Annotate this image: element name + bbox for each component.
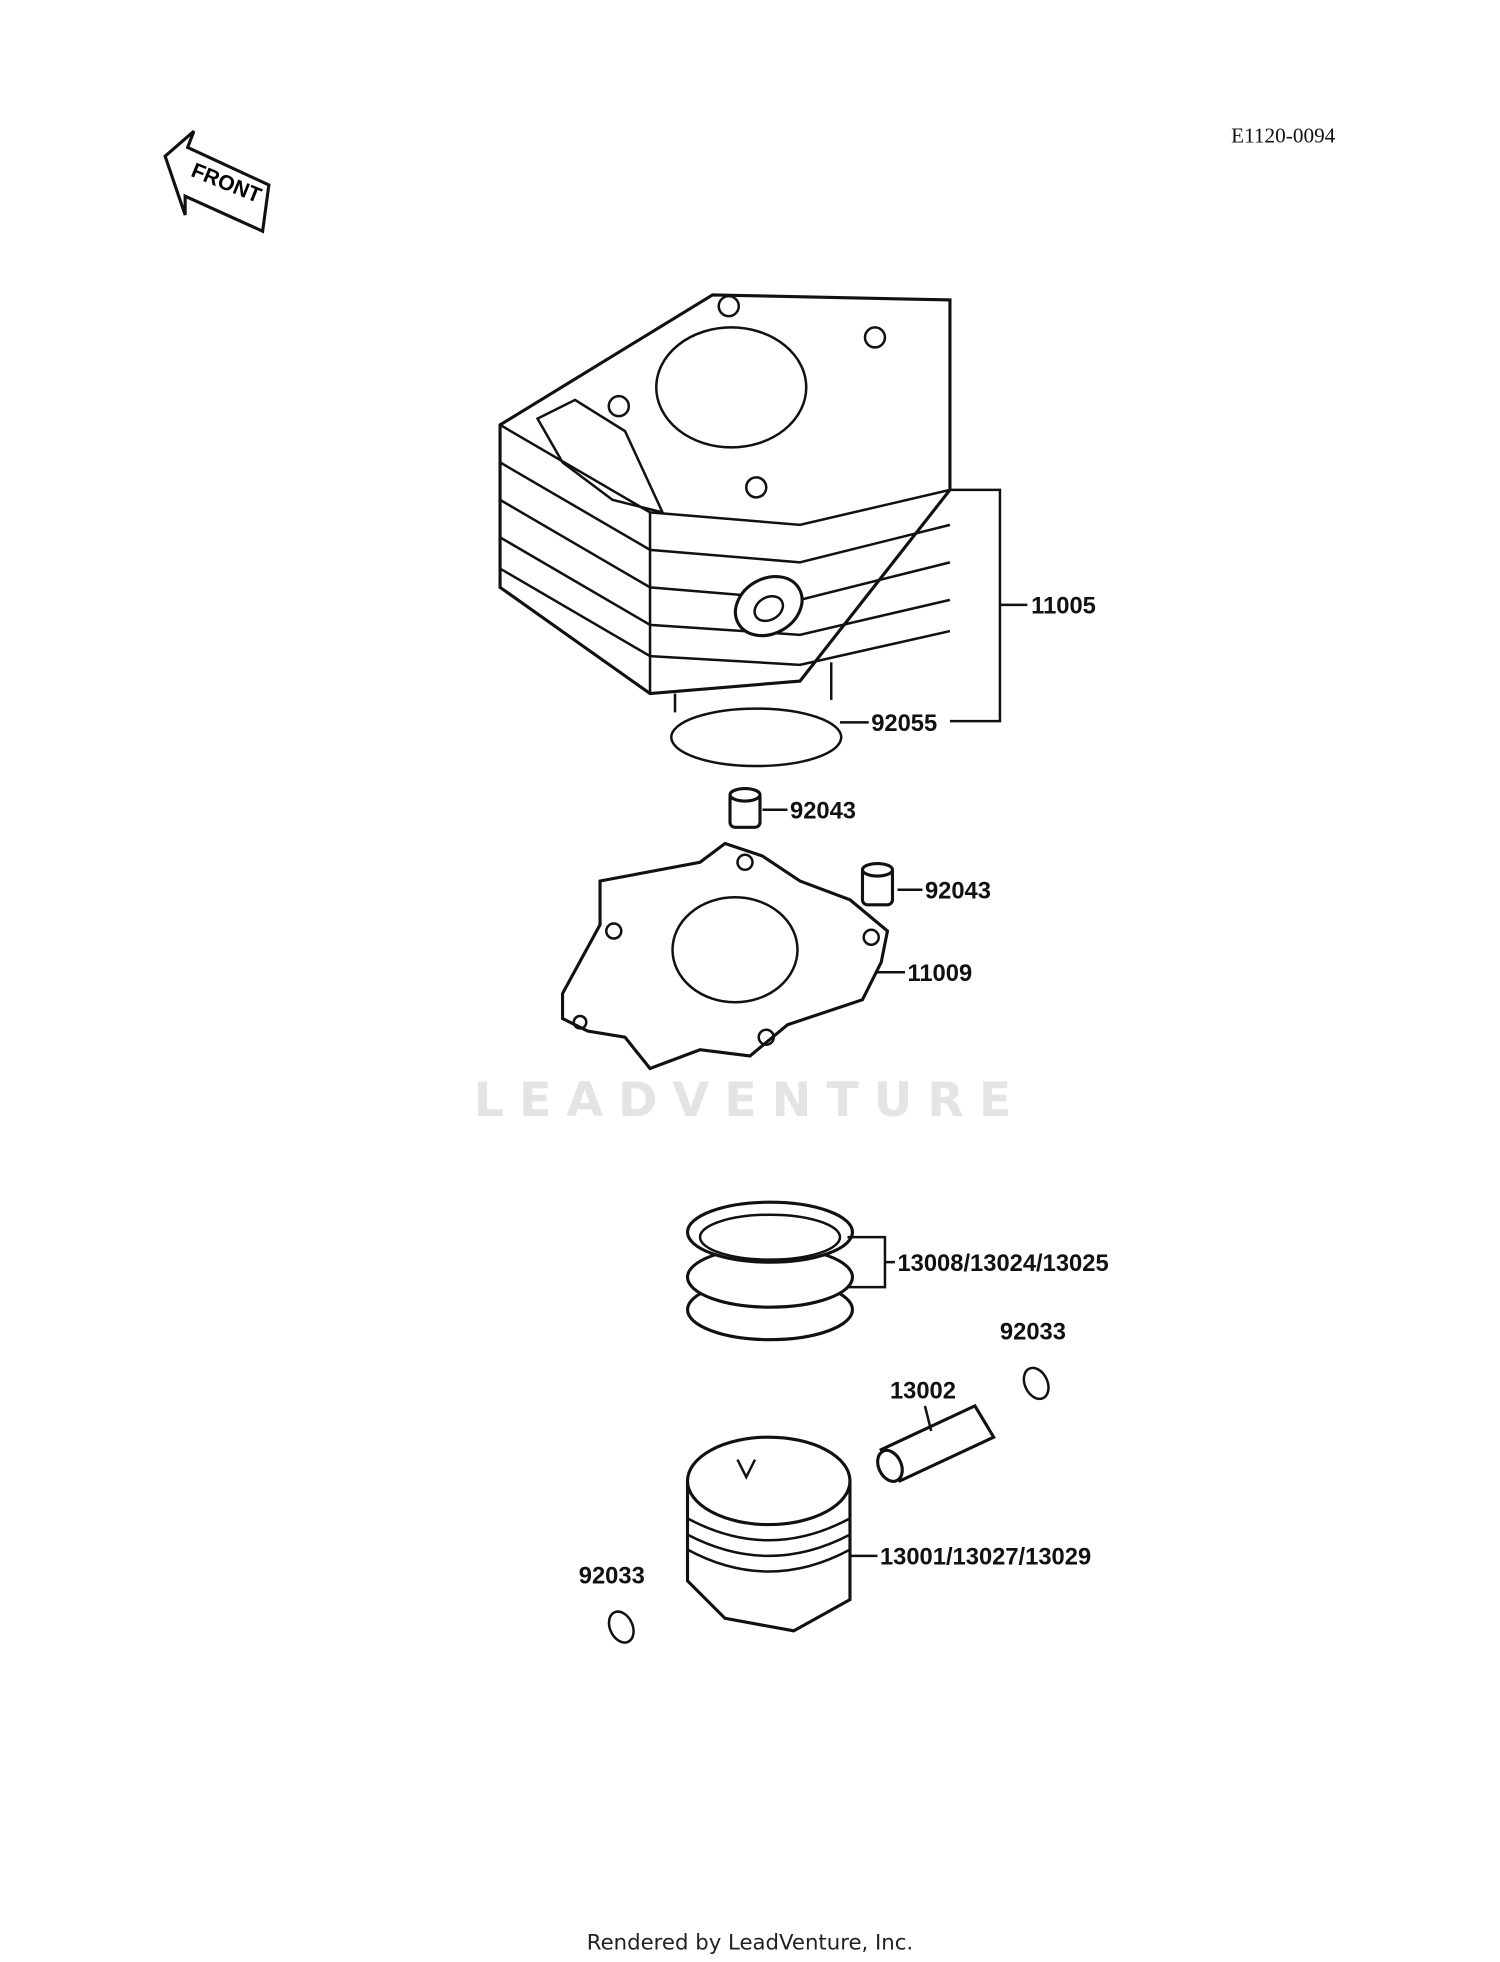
callout-11005[interactable]: 11005 bbox=[1031, 594, 1096, 620]
watermark: LEADVENTURE bbox=[474, 1073, 1027, 1128]
cylinder-part bbox=[498, 293, 952, 713]
callout-92043[interactable]: 92043 bbox=[925, 879, 991, 905]
callout-13008[interactable]: 13008/13024/13025 bbox=[897, 1251, 1108, 1277]
callout-92043[interactable]: 92043 bbox=[790, 799, 856, 825]
callout-92033[interactable]: 92033 bbox=[579, 1563, 645, 1589]
dowel-pin-part bbox=[728, 786, 762, 829]
footer-credit: Rendered by LeadVenture, Inc. bbox=[587, 1931, 913, 1956]
gasket-part bbox=[560, 841, 890, 1071]
snap-ring-part bbox=[607, 1610, 635, 1644]
callout-92055[interactable]: 92055 bbox=[871, 711, 937, 737]
o-ring-part bbox=[670, 707, 843, 768]
front-arrow-icon: FRONT bbox=[163, 130, 271, 234]
leader-lines bbox=[762, 488, 1028, 1558]
piston-part bbox=[685, 1435, 852, 1633]
piston-rings-part bbox=[685, 1200, 855, 1342]
callout-13002[interactable]: 13002 bbox=[890, 1378, 956, 1404]
snap-ring-part bbox=[1022, 1366, 1050, 1401]
dowel-pin-part bbox=[860, 861, 895, 907]
callout-92033[interactable]: 92033 bbox=[1000, 1320, 1066, 1346]
diagram-code: E1120-0094 bbox=[1231, 123, 1336, 147]
piston-pin-part bbox=[876, 1403, 996, 1483]
callout-13001[interactable]: 13001/13027/13029 bbox=[880, 1545, 1091, 1571]
callout-11009[interactable]: 11009 bbox=[907, 961, 972, 987]
